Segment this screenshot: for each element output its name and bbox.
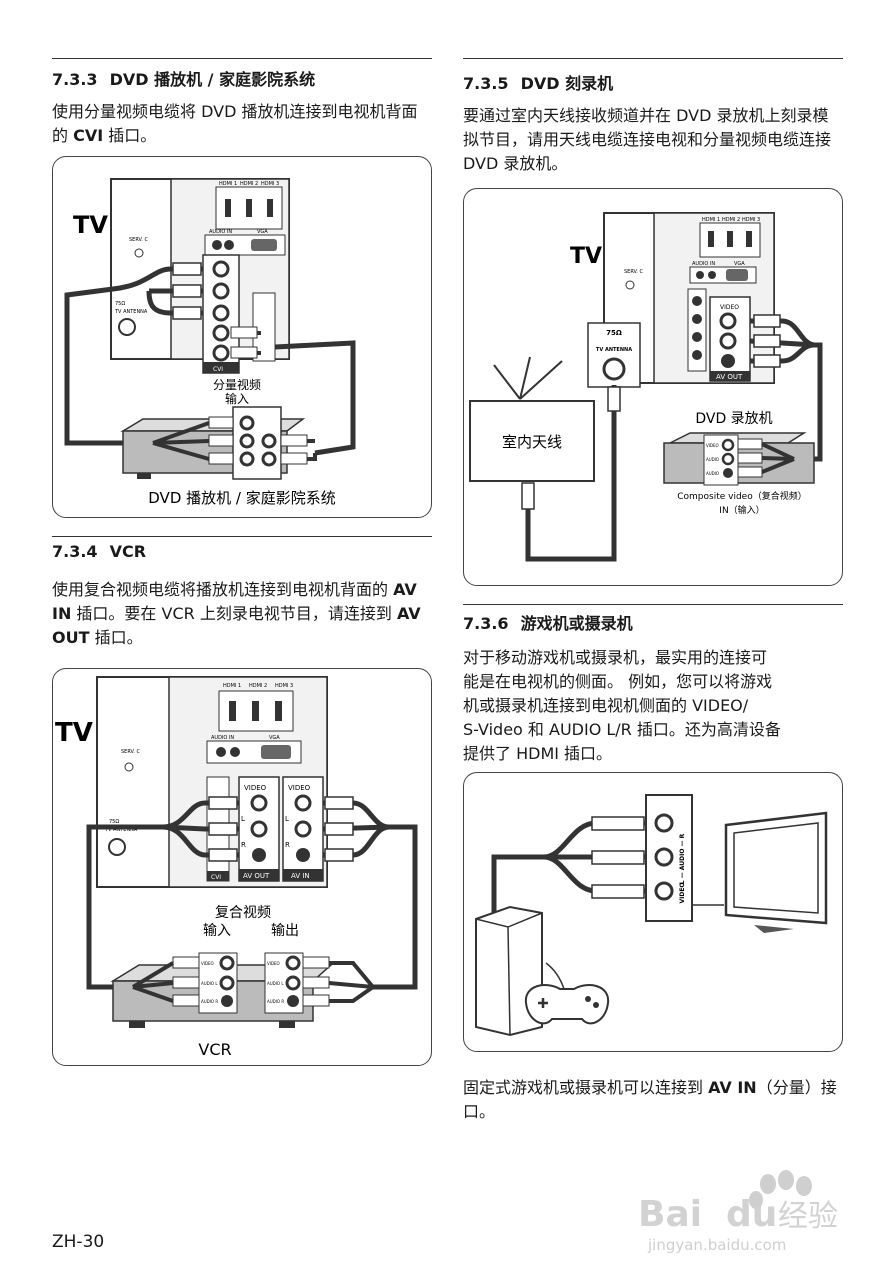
section-body-7-3-3: 使用分量视频电缆将 DVD 播放机连接到电视机背面的 CVI 插口。 [52,102,418,145]
svg-text:TV ANTENNA: TV ANTENNA [114,309,148,315]
section-body-7-3-5: 要通过室内天线接收频道并在 DVD 录放机上刻录模拟节目，请用天线电缆连接电视和… [463,106,832,173]
svg-text:HDMI 2: HDMI 2 [249,683,267,689]
svg-text:HDMI 2: HDMI 2 [240,181,258,187]
output-label: 输出 [271,923,299,939]
tv-label: TV [570,244,602,269]
section-body-7-3-4: 使用复合视频电缆将播放机连接到电视机背面的 AV IN 插口。要在 VCR 上刻… [52,580,421,647]
hdmi-port [246,199,252,217]
svg-text:室内天线: 室内天线 [502,433,562,451]
svg-text:TV ANTENNA: TV ANTENNA [104,827,138,833]
indoor-antenna [469,400,595,482]
svg-text:AUDIO IN: AUDIO IN [211,735,234,741]
svg-text:SERV. C: SERV. C [129,237,148,243]
svg-text:VGA: VGA [257,229,268,235]
section-rule [52,536,432,537]
diagram-dvd-player: TV HDMI 1 HDMI 2 HDMI 3 AUDIO IN VGA SER… [52,156,432,518]
tv-label: TV [55,718,93,748]
hdmi-port [267,199,273,217]
svg-text:AUDIO: AUDIO [706,457,719,462]
diagram-game-console: L — AUDIO — R VIDEO [463,772,843,1052]
input-label-1: 分量视频 [213,377,261,392]
audio-label: L — AUDIO — R [679,833,686,884]
device-label: VCR [198,1040,231,1059]
svg-text:HDMI 3: HDMI 3 [261,181,279,187]
composite-label: 复合视频 [215,904,271,921]
svg-text:HDMI 1: HDMI 1 [223,683,241,689]
gamepad [524,984,610,1025]
svg-text:75Ω: 75Ω [606,329,622,337]
svg-text:L: L [241,815,245,823]
svg-text:VIDEO: VIDEO [267,961,280,966]
device-label: DVD 录放机 [695,411,772,427]
input-label: 输入 [203,923,231,939]
svg-text:VGA: VGA [269,735,280,741]
svg-text:R: R [285,841,290,849]
watermark-brand2: du [726,1194,777,1235]
svg-text:HDMI 1: HDMI 1 [702,217,720,223]
svg-text:Composite video（复合视频）: Composite video（复合视频） [677,490,806,502]
svg-text:VIDEO: VIDEO [201,961,214,966]
svg-text:AUDIO L: AUDIO L [267,981,284,986]
svg-text:TV ANTENNA: TV ANTENNA [596,347,632,353]
svg-text:VIDEO: VIDEO [720,304,739,311]
svg-text:HDMI 2: HDMI 2 [722,217,740,223]
svg-text:AUDIO L: AUDIO L [201,981,218,986]
watermark-cn: 经验 [778,1199,838,1234]
svg-text:75Ω: 75Ω [109,819,119,825]
svg-text:HDMI 1: HDMI 1 [219,181,237,187]
input-label-2: 输入 [225,391,249,406]
diagram-vcr: TV HDMI 1 HDMI 2 HDMI 3 AUDIO IN VGA SER… [52,668,432,1066]
watermark-brand: Bai [638,1194,702,1235]
section-rule [463,604,843,605]
svg-text:CVI: CVI [213,366,223,373]
svg-text:IN（输入）: IN（输入） [719,504,764,516]
svg-text:HDMI 3: HDMI 3 [742,217,760,223]
svg-text:VIDEO: VIDEO [706,443,719,448]
hdmi-port [225,199,231,217]
section-body-after: 固定式游戏机或摄录机可以连接到 AV IN（分量）接口。 [463,1078,837,1121]
svg-text:VIDEO: VIDEO [288,784,311,792]
svg-text:AV OUT: AV OUT [243,872,270,880]
svg-text:AUDIO: AUDIO [706,471,719,476]
device-label: DVD 播放机 / 家庭影院系统 [148,489,335,507]
page-number: ZH-30 [52,1232,105,1252]
svg-text:AUDIO R: AUDIO R [267,999,284,1004]
svg-text:HDMI 3: HDMI 3 [275,683,293,689]
svg-text:AUDIO IN: AUDIO IN [209,229,232,235]
section-rule [463,58,843,59]
watermark-url: jingyan.baidu.com [647,1236,786,1254]
svg-text:R: R [241,841,246,849]
svg-text:AV IN: AV IN [291,872,310,880]
svg-text:L: L [285,815,289,823]
svg-text:CVI: CVI [211,874,221,881]
svg-text:AUDIO IN: AUDIO IN [692,261,715,267]
section-rule [52,58,432,59]
diagram-dvd-recorder: TV HDMI 1 HDMI 2 HDMI 3 AUDIO IN VGA SER… [463,188,843,586]
svg-text:AV OUT: AV OUT [716,373,743,381]
baidu-watermark: Bai du 经验 jingyan.baidu.com [628,1170,878,1260]
section-body-7-3-6: 对于移动游戏机或摄录机，最实用的连接可 能是在电视机的侧面。 例如，您可以将游戏… [463,648,781,763]
svg-text:SERV. C: SERV. C [121,749,140,755]
tv-label: TV [73,211,108,239]
svg-text:VGA: VGA [734,261,745,267]
svg-text:SERV. C: SERV. C [624,269,643,275]
svg-text:75Ω: 75Ω [115,301,125,307]
video-label: VIDEO [679,882,686,903]
svg-text:VIDEO: VIDEO [244,784,267,792]
svg-text:AUDIO R: AUDIO R [201,999,218,1004]
